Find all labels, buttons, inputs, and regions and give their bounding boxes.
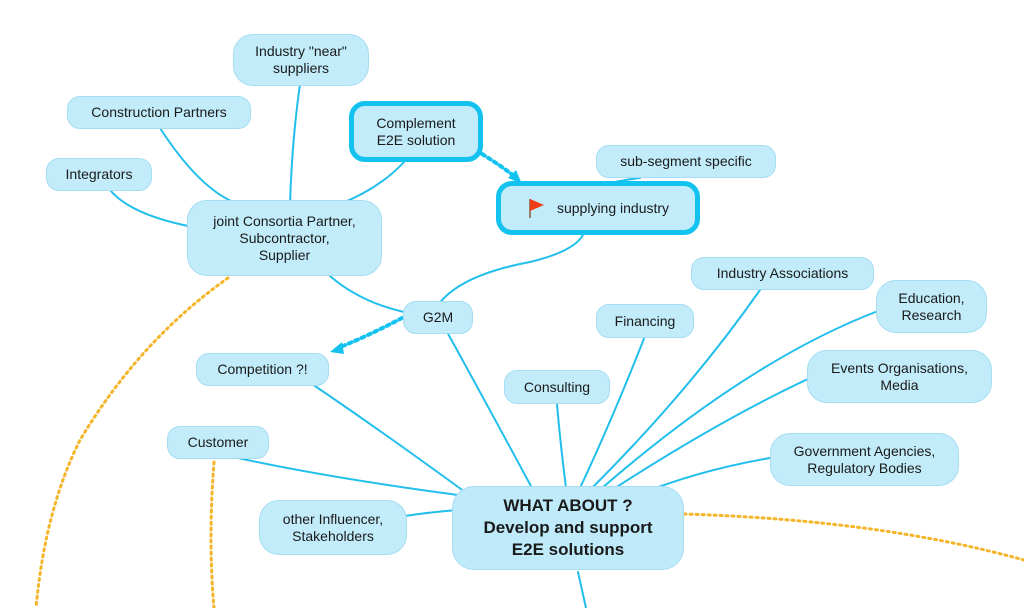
topic-consulting[interactable]: Consulting xyxy=(504,370,610,404)
connector-center-other-influencer xyxy=(397,509,459,518)
topic-complement-e2e[interactable]: Complement E2E solution xyxy=(349,101,483,162)
center-topic[interactable]: WHAT ABOUT ? Develop and support E2E sol… xyxy=(452,486,684,570)
connector-center-events xyxy=(611,377,811,491)
topic-sub-segment-specific[interactable]: sub-segment specific xyxy=(596,145,776,178)
topic-financing[interactable]: Financing xyxy=(596,304,694,338)
relation-center-right xyxy=(682,512,1024,562)
red-flag-icon xyxy=(529,199,544,218)
topic-industry-near-suppliers[interactable]: Industry "near" suppliers xyxy=(233,34,369,86)
topic-education-research[interactable]: Education, Research xyxy=(876,280,987,333)
connector-consortia-industry-near xyxy=(289,83,301,205)
connector-center-g2m xyxy=(445,329,533,489)
topic-supplying-industry[interactable]: supplying industry xyxy=(496,181,700,235)
connector-consortia-complement xyxy=(339,161,405,205)
connector-center-down xyxy=(577,571,587,608)
topic-construction-partners[interactable]: Construction Partners xyxy=(67,96,251,129)
arrowhead-competition xyxy=(330,342,344,354)
topic-other-influencer[interactable]: other Influencer, Stakeholders xyxy=(259,500,407,555)
connector-g2m-supplying xyxy=(437,229,586,306)
supplying-industry-label: supplying industry xyxy=(556,199,670,216)
relation-consortia-left xyxy=(34,276,230,608)
arrowhead-supplying xyxy=(508,170,522,184)
connector-consortia-construction xyxy=(159,127,239,205)
topic-integrators[interactable]: Integrators xyxy=(46,158,152,191)
connector-center-consulting xyxy=(556,403,567,489)
connector-g2m-consortia xyxy=(329,275,405,313)
topic-industry-associations[interactable]: Industry Associations xyxy=(691,257,874,290)
connector-consortia-integrators xyxy=(109,189,189,227)
topic-government-agencies[interactable]: Government Agencies, Regulatory Bodies xyxy=(770,433,959,486)
connector-center-industry-associations xyxy=(591,289,761,489)
relation-complement-supplying xyxy=(480,152,516,178)
connector-center-customer xyxy=(237,457,459,496)
topic-customer[interactable]: Customer xyxy=(167,426,269,459)
topic-competition[interactable]: Competition ?! xyxy=(196,353,329,386)
connector-center-financing xyxy=(579,335,646,489)
relation-g2m-competition xyxy=(336,316,404,350)
connector-center-education xyxy=(601,310,879,489)
topic-joint-consortia[interactable]: joint Consortia Partner, Subcontractor, … xyxy=(187,200,382,276)
topic-g2m[interactable]: G2M xyxy=(403,301,473,334)
connector-center-competition xyxy=(311,383,466,493)
topic-events-organisations[interactable]: Events Organisations, Media xyxy=(807,350,992,403)
relation-customer-down xyxy=(209,460,216,608)
